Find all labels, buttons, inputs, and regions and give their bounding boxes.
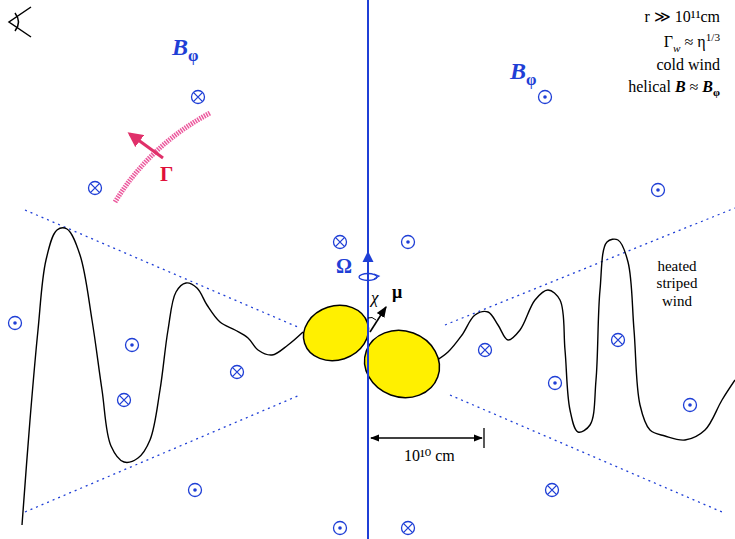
field-out-of-page	[402, 236, 415, 249]
field-out-of-page	[539, 91, 552, 104]
rotation-label: Ω	[336, 255, 352, 278]
moment-arrow	[370, 307, 386, 332]
condition-note: r ≫ 10¹¹cm	[645, 8, 720, 26]
label-text: B	[702, 78, 713, 95]
emission-front	[115, 113, 210, 202]
label-text: B	[675, 78, 686, 95]
field-into-page	[231, 366, 244, 379]
index-text: 1/3	[706, 31, 720, 43]
cone-boundary	[25, 208, 735, 512]
condition-note: Γw ≈ η1/3	[664, 31, 720, 54]
field-out-of-page	[334, 522, 347, 535]
field-out-of-page	[652, 184, 665, 197]
field-out-of-page	[9, 317, 22, 330]
observer-eye	[9, 7, 31, 37]
label-text: Γ	[160, 162, 173, 186]
field-into-page	[334, 236, 347, 249]
rotation-axis	[367, 0, 369, 539]
field-into-page	[402, 522, 415, 535]
moment-label: μ	[392, 282, 402, 303]
condition-note: cold wind	[656, 56, 720, 74]
label-text: Γ	[664, 33, 673, 50]
star-lobe	[355, 320, 449, 408]
label-text: 10¹⁰ cm	[404, 447, 455, 464]
label-text: B	[510, 58, 526, 84]
label-text: heated striped wind	[657, 258, 698, 309]
field-into-page	[89, 182, 102, 195]
field-into-page	[118, 394, 131, 407]
label-text: χ	[371, 288, 378, 307]
star-lobe	[296, 297, 375, 369]
field-into-page	[612, 334, 625, 347]
motion-arrow	[130, 134, 163, 158]
region-note: heated striped wind	[645, 258, 709, 310]
field-out-of-page	[189, 484, 202, 497]
field-into-page	[192, 91, 205, 104]
rotation-sense	[374, 274, 379, 279]
label-text: cold wind	[656, 56, 720, 73]
field-label: Bφ	[172, 34, 199, 65]
field-out-of-page	[126, 339, 139, 352]
label-text: μ	[392, 282, 402, 302]
axis-arrowhead	[363, 251, 374, 262]
label-text: ≈ η	[685, 33, 706, 50]
label-text: Ω	[336, 255, 352, 277]
lorentz-factor-label: Γ	[160, 162, 173, 186]
field-into-page	[546, 484, 559, 497]
condition-note: helicalB≈Bφ	[628, 78, 720, 99]
inclination-arc	[368, 317, 376, 320]
field-into-page	[479, 344, 492, 357]
scale-label: 10¹⁰ cm	[404, 447, 455, 465]
scale-bar	[371, 437, 482, 438]
angle-label: χ	[371, 288, 378, 308]
label-text: helical	[628, 78, 671, 95]
field-symbols	[9, 91, 697, 535]
label-text: ≈	[690, 78, 699, 95]
field-out-of-page	[549, 377, 562, 390]
index-text: w	[673, 42, 680, 54]
field-out-of-page	[684, 399, 697, 412]
field-label: Bφ	[510, 58, 537, 89]
label-text: r ≫ 10¹¹cm	[645, 8, 720, 25]
index-text: φ	[188, 46, 198, 65]
striped-wind-wave	[22, 228, 303, 525]
striped-wind-wave	[434, 239, 735, 440]
scale-tick	[483, 428, 484, 448]
label-text: B	[172, 34, 188, 60]
index-text: φ	[713, 86, 720, 98]
index-text: φ	[526, 70, 536, 89]
